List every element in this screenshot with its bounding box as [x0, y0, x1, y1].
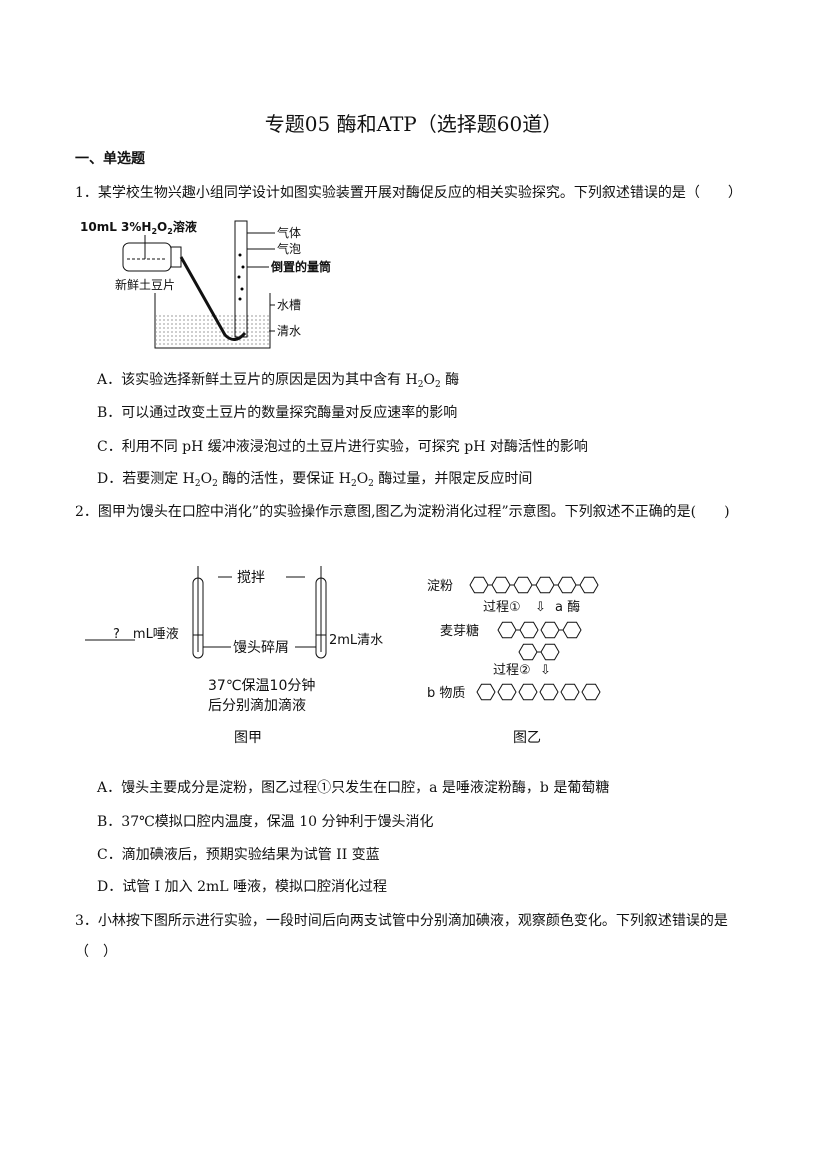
- question-1-stem: 1．某学校生物兴趣小组同学设计如图实验装置开展对酶促反应的相关实验探究。下列叙述…: [75, 185, 742, 201]
- q1-apparatus-figure: 10mL 3%H2O2溶液 新鲜土豆片 气体 气泡 倒置的量筒 水槽 清水: [80, 219, 331, 349]
- q2-option-c: C．滴加碘液后，预期实验结果为试管 II 变蓝: [97, 847, 380, 863]
- glucose-hexagon: [469, 576, 489, 594]
- q2-option-b: B．37℃模拟口腔内温度，保温 10 分钟利于馒头消化: [97, 814, 434, 830]
- saliva-label: ? mL唾液: [113, 627, 179, 642]
- down-arrow-icon: ⇩: [535, 600, 546, 615]
- q2-figure-b: 淀粉 过程① ⇩ a 酶 麦芽糖 过程② ⇩ b 物质 图乙: [427, 576, 601, 746]
- q1-option-c: C．利用不同 pH 缓冲液浸泡过的土豆片进行实验，可探究 pH 对酶活性的影响: [97, 439, 588, 455]
- glucose-hexagon: [539, 683, 559, 701]
- inverted-cylinder: [234, 220, 248, 338]
- section-heading: 一、单选题: [75, 151, 145, 167]
- water-label: 2mL清水: [329, 633, 383, 648]
- crumbs-label: 馒头碎屑: [233, 640, 289, 656]
- q1-option-b: B．可以通过改变土豆片的数量探究酶量对反应速率的影响: [97, 405, 458, 421]
- glucose-hexagon: [519, 621, 539, 639]
- condition-2: 后分别滴加滴液: [208, 697, 306, 714]
- q2-option-a: A．馒头主要成分是淀粉，图乙过程①只发生在口腔，a 是唾液淀粉酶，b 是葡萄糖: [97, 780, 610, 796]
- down-arrow-icon: ⇩: [540, 663, 551, 678]
- q1-option-d: D．若要测定 H2O2 酶的活性，要保证 H2O2 酶过量，并限定反应时间: [97, 471, 533, 489]
- figure-a-caption: 图甲: [234, 730, 262, 746]
- glucose-hexagon: [535, 576, 555, 594]
- glucose-hexagon: [579, 576, 599, 594]
- enzyme-label: a 酶: [555, 599, 580, 615]
- process-1-label: 过程①: [483, 600, 521, 615]
- glucose-hexagon: [476, 683, 496, 701]
- glucose-hexagon: [581, 683, 601, 701]
- question-2-stem: 2．图甲为馒头在口腔中消化”的实验操作示意图,图乙为淀粉消化过程”示意图。下列叙…: [75, 504, 730, 520]
- maltose-label: 麦芽糖: [440, 623, 479, 639]
- glucose-hexagon: [513, 576, 533, 594]
- h2o2-label: 10mL 3%H2O2溶液: [80, 219, 197, 236]
- q2-figure-a: 搅拌 ? mL唾液 馒头碎屑 2mL清水 37℃保温10分钟 后分别滴加滴液 图…: [85, 566, 383, 746]
- condition-1: 37℃保温10分钟: [208, 677, 315, 694]
- q2-option-d: D．试管 I 加入 2mL 唾液，模拟口腔消化过程: [97, 879, 388, 895]
- glucose-hexagon: [540, 621, 560, 639]
- glucose-hexagon: [557, 576, 577, 594]
- glucose-hexagon: [562, 621, 582, 639]
- water-label: 清水: [277, 324, 301, 338]
- glucose-hexagon: [491, 576, 511, 594]
- gas-label: 气体: [277, 225, 301, 240]
- trough-label: 水槽: [277, 298, 301, 312]
- glucose-hexagon: [518, 683, 538, 701]
- process-2-label: 过程②: [493, 663, 531, 678]
- glucose-hexagon: [560, 683, 580, 701]
- q1-option-a: A．该实验选择新鲜土豆片的原因是因为其中含有 H2O2 酶: [97, 372, 460, 390]
- water-trough: [154, 293, 271, 349]
- potato-label: 新鲜土豆片: [115, 277, 175, 292]
- glucose-hexagon: [518, 643, 538, 661]
- b-substance-label: b 物质: [427, 686, 465, 701]
- page-title: 专题05 酶和ATP（选择题60道）: [264, 112, 563, 136]
- glucose-hexagon: [540, 643, 560, 661]
- question-3-answer-paren: （ ）: [75, 944, 117, 960]
- bottle: [122, 242, 172, 272]
- figure-b-caption: 图乙: [513, 730, 541, 746]
- glucose-hexagon: [497, 683, 517, 701]
- question-3-stem: 3．小林按下图所示进行实验，一段时间后向两支试管中分别滴加碘液，观察颜色变化。下…: [75, 913, 728, 929]
- starch-label: 淀粉: [427, 579, 453, 594]
- glucose-hexagon: [497, 621, 517, 639]
- stir-label: 搅拌: [237, 570, 265, 586]
- cylinder-label: 倒置的量筒: [270, 259, 331, 274]
- bubble-label: 气泡: [277, 241, 301, 256]
